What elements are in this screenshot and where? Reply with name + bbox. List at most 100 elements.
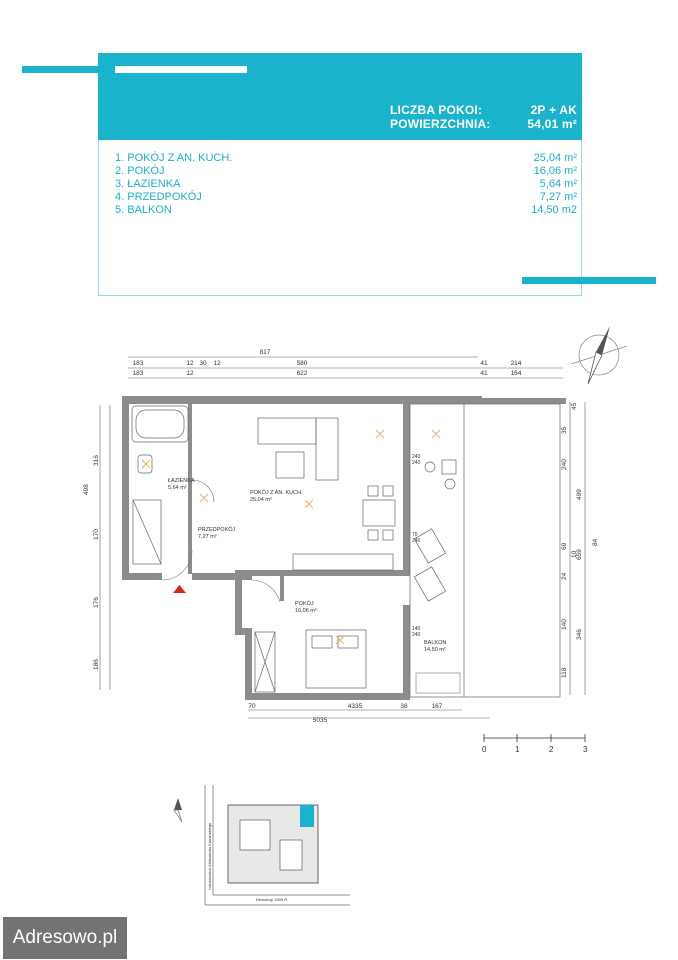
dim-label: 183 — [133, 360, 144, 367]
balcony-table-icon — [441, 459, 457, 475]
shower-icon — [132, 499, 162, 565]
header-white-bar — [115, 66, 247, 73]
floor-plan: 817 183 12 30 12 580 41 214 183 12 622 4… — [83, 349, 599, 724]
apartment-location-marker — [300, 805, 314, 827]
balcony-outline — [409, 403, 561, 698]
dim-label: 84 — [592, 538, 599, 546]
dim-label: 5035 — [313, 717, 328, 724]
furniture — [131, 405, 457, 693]
room-label-living: POKÓJ Z AN. KUCH. — [250, 489, 303, 496]
dim-label: 170 — [93, 529, 100, 540]
window-dims: 240 240 70 240 140 240 — [412, 454, 421, 638]
dim-label: 240 — [412, 460, 421, 466]
dimension-labels-left: 316 498 170 176 186 — [83, 455, 100, 670]
room-list-item: 4. PRZEDPOKÓJ 7,27 m² — [115, 191, 577, 204]
coffee-table-icon — [275, 451, 305, 479]
street-name-horizontal: Rewolucji 1905 R. — [256, 897, 288, 902]
dim-label: 580 — [297, 360, 308, 367]
room-area: 25,04 m² — [533, 152, 577, 164]
bed-icon — [305, 629, 367, 689]
site-compass-icon — [174, 798, 182, 810]
door-swings — [161, 479, 281, 603]
dim-label: 622 — [297, 370, 308, 377]
room-list-panel — [98, 140, 582, 296]
dim-label: 183 — [133, 370, 144, 377]
walls — [122, 396, 566, 700]
street-name-vertical: Naramowice Aleksandra Kamińskiego — [207, 822, 212, 890]
room-label-bedroom: POKÓJ — [295, 600, 314, 607]
room-area: 14,50 m2 — [531, 204, 577, 216]
dim-label: 316 — [93, 455, 100, 466]
room-list-item: 5. BALKON 14,50 m2 — [115, 204, 577, 217]
room-name: 1. POKÓJ Z AN. KUCH. — [115, 152, 233, 164]
dim-total-top: 817 — [260, 349, 271, 356]
dim-label: 12 — [186, 360, 194, 367]
room-name: 5. BALKON — [115, 204, 172, 216]
scale-tick: 1 — [515, 745, 520, 754]
dim-label: 140 — [412, 626, 421, 632]
dim-label: 240 — [412, 538, 421, 544]
dim-label: 41 — [480, 360, 488, 367]
scale-tick: 0 — [482, 745, 487, 754]
dim-label: 45 — [571, 402, 578, 410]
rooms-count-label: LICZBA POKOI: — [390, 103, 483, 117]
dim-label: 24 — [561, 572, 568, 580]
room-area-bedroom: 16,06 m² — [295, 608, 317, 614]
dim-label: 186 — [93, 659, 100, 670]
dim-label: 12 — [213, 360, 221, 367]
dim-label: 118 — [561, 667, 568, 678]
kitchen-counter-icon — [292, 553, 394, 571]
room-name: 3. ŁAZIENKA — [115, 178, 181, 190]
dim-label: 240 — [561, 459, 568, 470]
dim-label: 12 — [186, 370, 194, 377]
planter — [415, 672, 461, 694]
bathtub-icon — [131, 405, 189, 443]
dim-label: 30 — [199, 360, 207, 367]
room-area: 16,06 m² — [533, 165, 577, 177]
dim-label: 10 — [571, 550, 578, 558]
dim-label: 70 — [412, 532, 418, 538]
dining-table-icon — [362, 499, 396, 527]
room-label-hall: PRZEDPOKÓJ — [198, 526, 236, 533]
dim-label: 38 — [400, 703, 408, 710]
dim-label: 659 — [576, 549, 583, 560]
room-area: 5,64 m² — [539, 178, 577, 190]
dimension-labels: 817 183 12 30 12 580 41 214 183 12 622 4… — [133, 349, 522, 377]
dim-label: 41 — [480, 370, 488, 377]
dim-label: 499 — [576, 489, 583, 500]
dim-label: 346 — [576, 629, 583, 640]
scale-bar: 0 1 2 3 — [482, 734, 588, 754]
room-area: 7,27 m² — [539, 191, 577, 203]
dim-label: 214 — [511, 360, 522, 367]
room-list-item: 2. POKÓJ 16,06 m² — [115, 165, 577, 178]
room-list-item: 1. POKÓJ Z AN. KUCH. 25,04 m² — [115, 152, 577, 165]
dim-label: 35 — [561, 426, 568, 434]
room-list-item: 3. ŁAZIENKA 5,64 m² — [115, 178, 577, 191]
dimension-labels-bottom: 70 4335 38 167 5035 — [248, 703, 442, 724]
dim-label: 70 — [248, 703, 256, 710]
dimension-lines — [99, 356, 586, 719]
electrical-markers — [141, 429, 441, 645]
compass-icon — [570, 326, 628, 385]
wardrobe-icon — [254, 631, 276, 693]
dim-label: 4335 — [348, 703, 363, 710]
watermark-logo: Adresowo.pl — [3, 917, 127, 959]
dim-label: 176 — [93, 597, 100, 608]
scale-tick: 2 — [549, 745, 554, 754]
area-value: 54,01 m² — [527, 117, 577, 131]
site-plan: Naramowice Aleksandra Kamińskiego Rewolu… — [173, 785, 350, 906]
dim-label: 164 — [511, 370, 522, 377]
room-name: 4. PRZEDPOKÓJ — [115, 191, 202, 203]
dim-label: 69 — [561, 542, 568, 550]
dim-label: 167 — [432, 703, 443, 710]
room-area-hall: 7,27 m² — [198, 534, 217, 540]
room-label-bathroom: ŁAZIENKA — [168, 478, 195, 484]
room-area-bathroom: 5,64 m² — [168, 485, 187, 491]
dimension-labels-right: 45 35 240 499 69 10 24 659 84 140 346 11… — [561, 402, 599, 678]
room-labels: ŁAZIENKA 5,64 m² PRZEDPOKÓJ 7,27 m² POKÓ… — [168, 478, 446, 653]
accent-bar-right — [522, 277, 656, 284]
entrance-marker-icon — [173, 585, 186, 593]
area-label: POWIERZCHNIA: — [390, 117, 491, 131]
sofa-icon — [257, 417, 317, 445]
accent-bar-left — [22, 66, 98, 73]
